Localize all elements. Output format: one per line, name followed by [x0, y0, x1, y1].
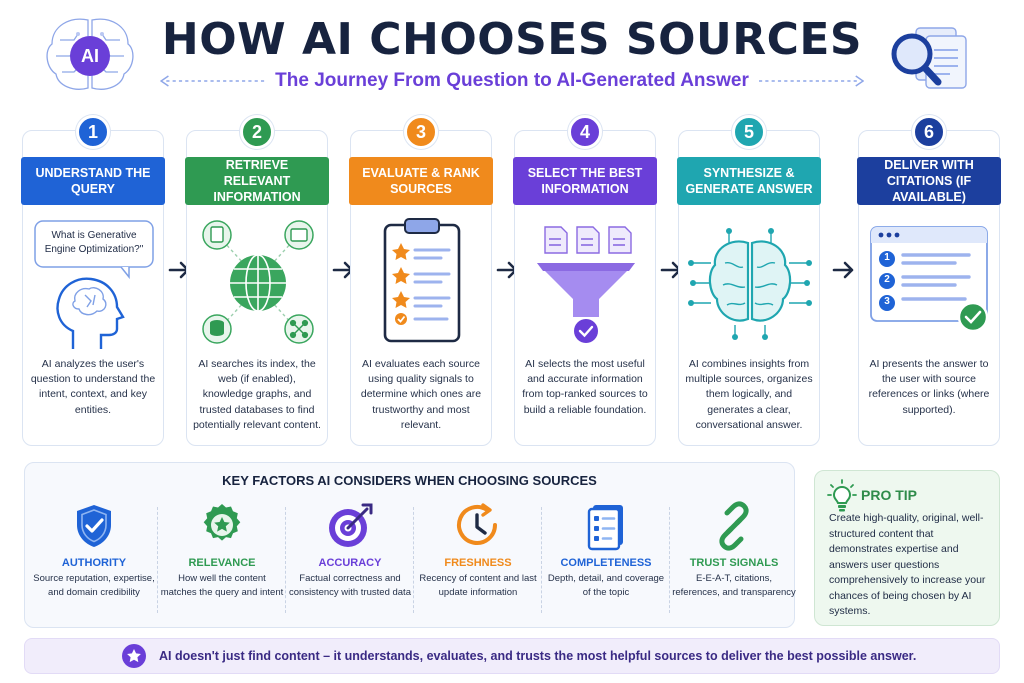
factor-name: FRESHNESS [444, 557, 512, 569]
footer-text: AI doesn't just find content – it unders… [159, 649, 917, 663]
factor-name: COMPLETENESS [560, 557, 652, 569]
step-number-4: 4 [568, 115, 602, 149]
step-number-2: 2 [240, 115, 274, 149]
arrow-right-icon [832, 260, 856, 280]
step-card-3: 3 EVALUATE & RANK SOURCES AI evaluates e… [349, 115, 493, 446]
factor-divider [541, 507, 542, 613]
brain-badge-label: AI [81, 46, 99, 66]
pro-tip-body: Create high-quality, original, well-stru… [829, 512, 986, 618]
step-description-6: AI presents the answer to the user with … [868, 358, 990, 416]
step-description-3: AI evaluates each source using quality s… [360, 358, 482, 431]
step-title-1: UNDERSTAND THE QUERY [21, 157, 165, 205]
dashed-arrow-right [758, 74, 865, 88]
factor-name: AUTHORITY [61, 557, 127, 569]
shield-check-icon [77, 505, 111, 547]
lightbulb-icon [827, 479, 857, 512]
clipboard-ranking-icon [357, 213, 487, 353]
factor-description: Depth, detail, and coverage of the topic [547, 573, 665, 598]
page-title: HOW AI CHOOSES SOURCES [161, 14, 863, 65]
step-description-1: AI analyzes the user's question to under… [30, 358, 156, 416]
brain-synthesis-icon [685, 213, 815, 353]
factor-freshness: FRESHNESS Recency of content and last up… [415, 497, 541, 621]
step-description-5: AI combines insights from multiple sourc… [685, 358, 813, 431]
step-card-6: 6 DELIVER WITH CITATIONS (IF AVAILABLE) … [857, 115, 1001, 446]
factor-name: ACCURACY [318, 557, 382, 569]
query-bubble-text: What is Generative Engine Optimization?" [44, 230, 144, 255]
funnel-filter-icon [521, 213, 651, 353]
step-title-6: DELIVER WITH CITATIONS (IF AVAILABLE) [857, 157, 1001, 205]
step-title-4: SELECT THE BEST INFORMATION [513, 157, 657, 205]
factor-name: TRUST SIGNALS [689, 557, 779, 569]
citation-number-3: 3 [884, 296, 890, 307]
factor-accuracy: ACCURACY Factual correctness and consist… [287, 497, 413, 621]
document-list-icon [587, 505, 623, 551]
step-number-1: 1 [76, 115, 110, 149]
factor-description: Source reputation, expertise, and domain… [33, 573, 155, 598]
magnifier-documents-icon [870, 20, 980, 100]
browser-citations-icon: 1 2 3 [865, 213, 995, 353]
key-factors-panel: KEY FACTORS AI CONSIDERS WHEN CHOOSING S… [24, 462, 797, 628]
factor-name: RELEVANCE [188, 557, 256, 569]
factor-description: E-E-A-T, citations, references, and tran… [672, 573, 796, 598]
factor-divider [669, 507, 670, 613]
step-number-6: 6 [912, 115, 946, 149]
globe-network-icon [193, 213, 323, 353]
step-number-3: 3 [404, 115, 438, 149]
step-description-2: AI searches its index, the web (if enabl… [193, 358, 321, 431]
chain-link-icon [719, 501, 749, 551]
factor-description: Factual correctness and consistency with… [289, 573, 411, 598]
factor-description: How well the content matches the query a… [160, 573, 284, 598]
step-title-3: EVALUATE & RANK SOURCES [349, 157, 493, 205]
step-card-4: 4 SELECT THE BEST INFORMATION AI selects… [513, 115, 657, 446]
factor-authority: AUTHORITY Source reputation, expertise, … [31, 497, 157, 621]
factor-completeness: COMPLETENESS Depth, detail, and coverage… [543, 497, 669, 621]
step-card-5: 5 SYNTHESIZE & GENERATE ANSWER AI combin… [677, 115, 821, 446]
factor-trust-signals: TRUST SIGNALS E-E-A-T, citations, refere… [671, 497, 797, 621]
star-icon [122, 644, 146, 668]
subtitle-row: The Journey From Question to AI-Generate… [160, 70, 865, 92]
citation-number-2: 2 [884, 274, 890, 285]
citation-number-1: 1 [884, 252, 890, 263]
factor-relevance: RELEVANCE How well the content matches t… [159, 497, 285, 621]
step-card-1: 1 UNDERSTAND THE QUERY What is Generativ… [21, 115, 165, 446]
clock-icon [457, 503, 497, 545]
step-card-2: 2 RETRIEVE RELEVANT INFORMATION AI searc… [185, 115, 329, 446]
target-icon [329, 503, 373, 547]
page-subtitle: The Journey From Question to AI-Generate… [275, 70, 749, 91]
key-factors-title: KEY FACTORS AI CONSIDERS WHEN CHOOSING S… [222, 473, 597, 488]
pro-tip-title: PRO TIP [861, 487, 918, 503]
factor-description: Recency of content and last update infor… [419, 573, 537, 598]
step-title-5: SYNTHESIZE & GENERATE ANSWER [677, 157, 821, 205]
head-brain-icon: What is Generative Engine Optimization?" [29, 213, 159, 353]
step-title-2: RETRIEVE RELEVANT INFORMATION [185, 157, 329, 205]
process-steps: 1 UNDERSTAND THE QUERY What is Generativ… [21, 110, 1002, 450]
step-description-4: AI selects the most useful and accurate … [522, 358, 648, 416]
footer-banner: AI doesn't just find content – it unders… [24, 638, 1000, 674]
factor-divider [157, 507, 158, 613]
factor-divider [413, 507, 414, 613]
dashed-arrow-left [160, 74, 266, 88]
pro-tip-panel: PRO TIP Create high-quality, original, w… [814, 470, 1000, 626]
award-badge-icon [203, 504, 241, 541]
factor-divider [285, 507, 286, 613]
step-number-5: 5 [732, 115, 766, 149]
brain-circuit-icon: AI [40, 10, 140, 100]
